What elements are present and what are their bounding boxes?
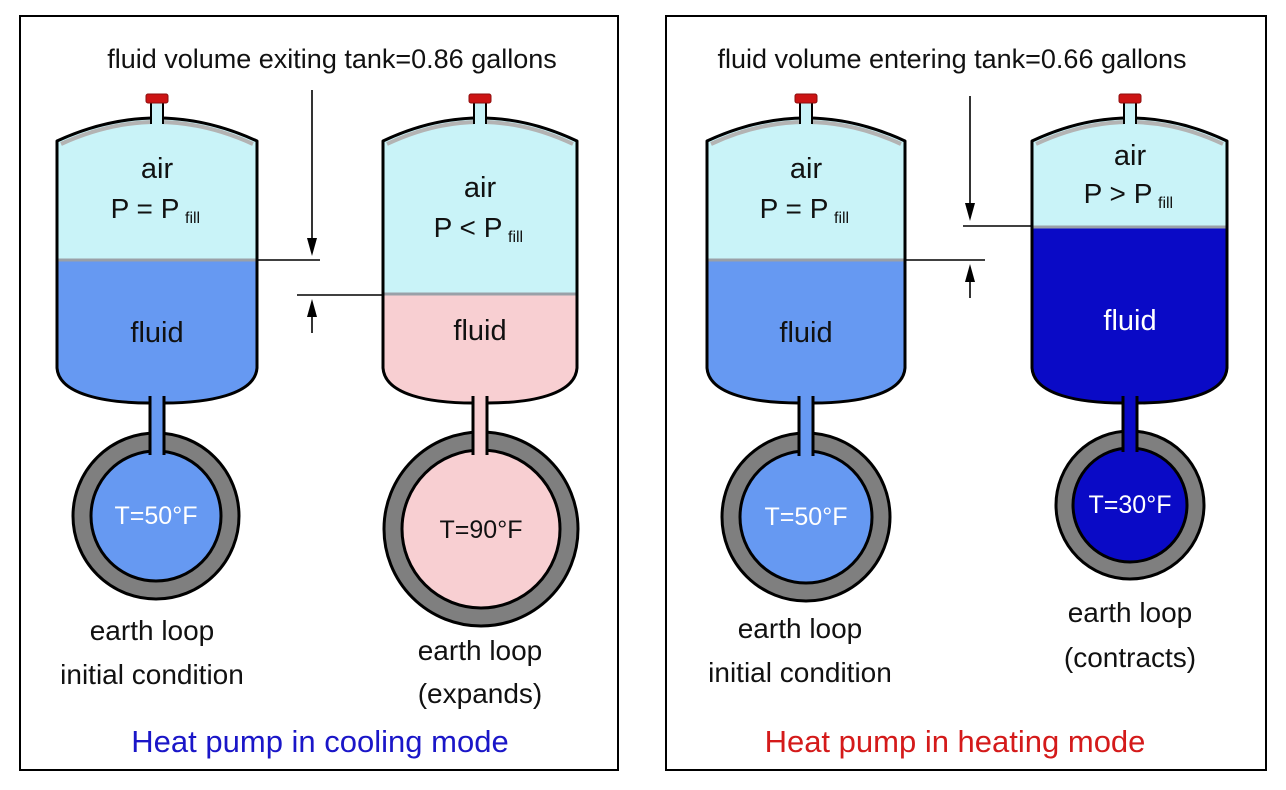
mode-caption-cooling: Heat pump in cooling mode xyxy=(131,724,508,759)
air-region xyxy=(57,118,257,260)
loop-pipe xyxy=(799,396,813,462)
down-arrowhead-icon xyxy=(965,203,975,221)
air-label: air xyxy=(1114,140,1147,172)
loop-temperature: T=90°F xyxy=(440,516,523,544)
fluid-label: fluid xyxy=(779,317,832,349)
fluid-region xyxy=(707,260,905,414)
fluid-region xyxy=(57,260,257,414)
valve-stem xyxy=(151,100,163,126)
fluid-label: fluid xyxy=(130,317,183,349)
pressure-label: P > P xyxy=(1084,178,1153,209)
loop-caption-line2: (expands) xyxy=(418,678,543,709)
pressure-label: P = P xyxy=(111,193,180,224)
fluid-label: fluid xyxy=(453,315,506,347)
up-arrowhead-icon xyxy=(307,299,317,317)
loop-caption-line2: (contracts) xyxy=(1064,642,1196,673)
pressure-subscript: fill xyxy=(834,210,849,227)
air-label: air xyxy=(464,172,497,204)
pressure-label: P < P xyxy=(434,212,503,243)
valve-cap-icon xyxy=(1118,93,1142,104)
level-rise-annotation xyxy=(905,96,1032,298)
panel-heating: fluid volume entering tank=0.66 gallons … xyxy=(665,15,1267,771)
panel-cooling-border xyxy=(19,15,619,771)
pressure-subscript: fill xyxy=(185,210,200,227)
pressure-subscript: fill xyxy=(508,229,523,246)
fluid-region xyxy=(383,294,577,414)
loop-temperature: T=50°F xyxy=(115,502,198,530)
air-label: air xyxy=(790,153,823,185)
tank-contracted-heating: air P > P fill fluid T=30°F earth loop (… xyxy=(1030,93,1229,673)
air-region xyxy=(383,118,577,294)
down-arrowhead-icon xyxy=(307,238,317,256)
panel-cooling: fluid volume exiting tank=0.86 gallons a… xyxy=(19,15,619,771)
panel-heating-title: fluid volume entering tank=0.66 gallons xyxy=(717,44,1186,74)
loop-caption-line1: earth loop xyxy=(90,615,215,646)
pressure-subscript: fill xyxy=(1158,195,1173,212)
loop-temperature: T=50°F xyxy=(765,503,848,531)
mode-caption-heating: Heat pump in heating mode xyxy=(765,724,1146,759)
loop-caption-line1: earth loop xyxy=(738,613,863,644)
panel-heating-border xyxy=(665,15,1267,771)
valve-cap-icon xyxy=(468,93,492,104)
valve-stem xyxy=(1124,100,1136,126)
valve-stem xyxy=(800,100,812,126)
air-region xyxy=(707,118,905,260)
fluid-label: fluid xyxy=(1103,305,1156,337)
panel-cooling-title: fluid volume exiting tank=0.86 gallons xyxy=(107,44,557,74)
loop-caption-line2: initial condition xyxy=(708,657,892,688)
loop-caption-line1: earth loop xyxy=(418,635,543,666)
tank-initial-cooling: air P = P fill fluid T=50°F earth loop i… xyxy=(55,93,259,690)
loop-pipe xyxy=(473,396,487,462)
tank-expanded-cooling: air P < P fill fluid T=90°F earth loop (… xyxy=(381,93,580,709)
air-label: air xyxy=(141,153,174,185)
tank-initial-heating: air P = P fill fluid T=50°F earth loop i… xyxy=(705,93,907,688)
air-region xyxy=(1032,118,1227,227)
valve-cap-icon xyxy=(794,93,818,104)
loop-caption-line1: earth loop xyxy=(1068,597,1193,628)
loop-temperature: T=30°F xyxy=(1089,491,1172,519)
valve-cap-icon xyxy=(145,93,169,104)
loop-caption-line2: initial condition xyxy=(60,659,244,690)
up-arrowhead-icon xyxy=(965,264,975,282)
pressure-label: P = P xyxy=(760,193,829,224)
loop-pipe xyxy=(1123,396,1137,458)
loop-pipe xyxy=(150,396,164,461)
fluid-region xyxy=(1032,227,1227,414)
valve-stem xyxy=(474,100,486,126)
level-drop-annotation xyxy=(257,90,382,333)
